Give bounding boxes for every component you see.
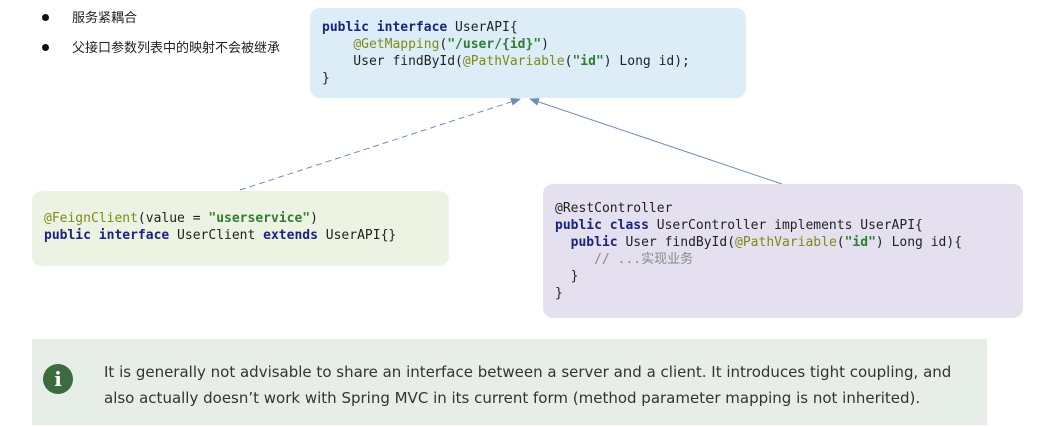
code-line: } xyxy=(322,71,330,86)
code-line: public interface UserClient extends User… xyxy=(44,227,437,244)
code-text: ( xyxy=(836,235,845,250)
code-text: ) xyxy=(310,211,318,226)
code-line: } xyxy=(555,286,563,301)
code-indent xyxy=(322,37,353,52)
code-comment: // ...实现业务 xyxy=(555,252,694,267)
bullet-item-mapping-not-inherited: 父接口参数列表中的映射不会被继承 xyxy=(40,40,280,56)
code-text: ( xyxy=(439,37,448,52)
code-line: public class UserController implements U… xyxy=(555,217,1011,234)
annotation: @PathVariable xyxy=(462,54,565,69)
code-text: (value = xyxy=(137,211,209,226)
annotation: @FeignClient xyxy=(44,211,138,226)
keyword: public class xyxy=(555,218,649,233)
info-callout: i It is generally not advisable to share… xyxy=(32,339,987,425)
keyword: public interface xyxy=(322,20,448,35)
code-line: User findById(@PathVariable("id") Long i… xyxy=(322,53,734,70)
bullet-item-tight-coupling: 服务紧耦合 xyxy=(40,10,280,26)
keyword: public xyxy=(570,235,618,250)
feign-client-box: @FeignClient(value = "userservice")publi… xyxy=(32,191,449,266)
code-line: @FeignClient(value = "userservice") xyxy=(44,210,437,227)
realization-arrow-feign-to-interface xyxy=(239,97,521,191)
keyword: public interface xyxy=(44,228,170,243)
string-literal: "/user/{id}" xyxy=(447,37,542,52)
code-line: @GetMapping("/user/{id}") xyxy=(322,36,734,53)
code-line: public User findById(@PathVariable("id")… xyxy=(555,234,1011,251)
realization-arrow-controller-to-interface xyxy=(529,98,783,185)
code-indent xyxy=(555,235,571,250)
code-line: @RestController xyxy=(555,201,673,216)
string-literal: "userservice" xyxy=(208,211,311,226)
code-text: UserController implements UserAPI{ xyxy=(648,218,923,233)
string-literal: "id" xyxy=(844,235,876,250)
code-text: UserAPI{ xyxy=(447,20,518,35)
code-text: ) xyxy=(541,37,549,52)
info-icon: i xyxy=(43,364,73,394)
annotation: @PathVariable xyxy=(735,235,837,250)
code-text: ) Long id){ xyxy=(875,235,963,250)
code-line: } xyxy=(555,269,579,284)
info-callout-text: It is generally not advisable to share a… xyxy=(104,363,952,407)
code-text: User findById( xyxy=(322,54,463,69)
code-text: User findById( xyxy=(617,235,736,250)
code-text: ( xyxy=(564,54,573,69)
annotation: @GetMapping xyxy=(353,37,440,52)
string-literal: "id" xyxy=(572,54,604,69)
code-text: UserAPI{} xyxy=(317,228,397,243)
keyword: extends xyxy=(263,228,318,243)
code-text: ) Long id); xyxy=(603,54,690,69)
user-api-interface-box: public interface UserAPI{ @GetMapping("/… xyxy=(310,8,746,98)
code-line: public interface UserAPI{ xyxy=(322,19,734,36)
bullet-list: 服务紧耦合 父接口参数列表中的映射不会被继承 xyxy=(40,10,280,70)
code-text: UserClient xyxy=(169,228,264,243)
